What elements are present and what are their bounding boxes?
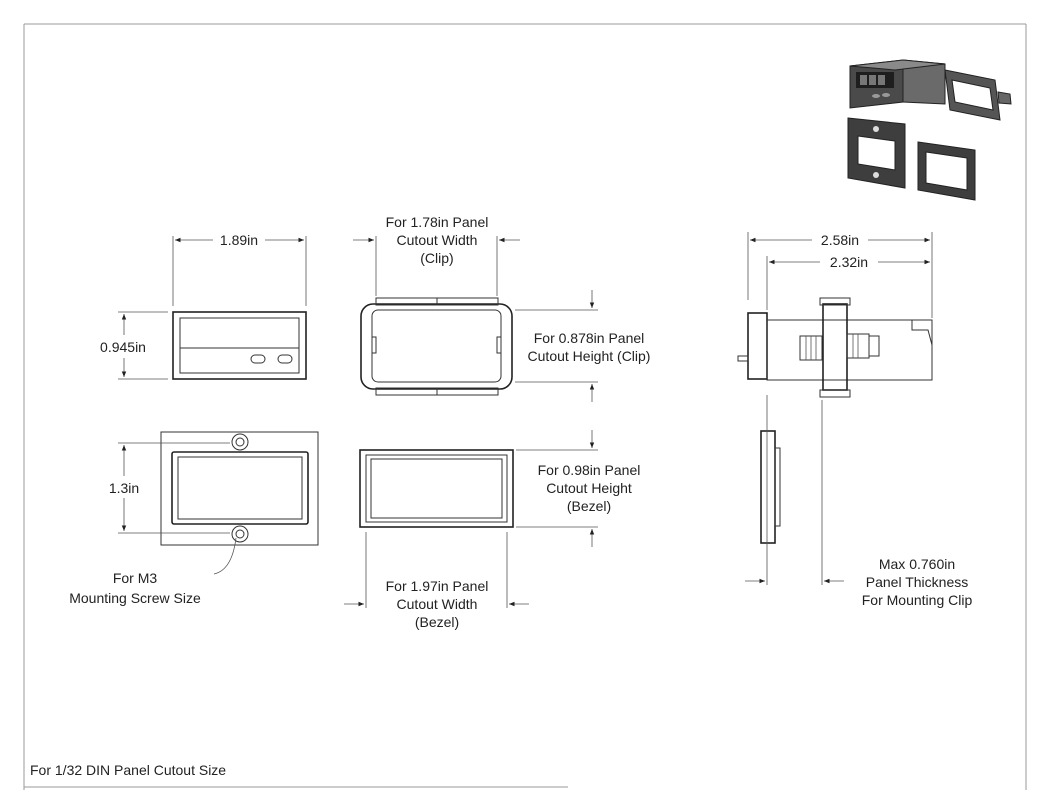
- dim-depth-body: 2.32in: [766, 254, 930, 310]
- dim-label-bezel-height: 1.3in: [109, 480, 139, 496]
- note-clip-height-line2: Cutout Height (Clip): [528, 348, 651, 364]
- note-bezel-height-line1: For 0.98in Panel: [538, 462, 641, 478]
- dim-front-width: 1.89in: [172, 232, 307, 306]
- note-screw-line2: Mounting Screw Size: [69, 590, 201, 606]
- note-thickness-line1: Max 0.760in: [879, 556, 955, 572]
- note-bezel-height-line2: Cutout Height: [546, 480, 632, 496]
- bezel-gasket-view: [359, 449, 514, 528]
- dim-bezel-gasket-width: For 1.97in Panel Cutout Width (Bezel): [344, 532, 529, 630]
- dim-label-front-width: 1.89in: [220, 232, 258, 248]
- sheet-border: [23, 23, 1027, 790]
- dim-label-front-height: 0.945in: [100, 339, 146, 355]
- note-thickness-line3: For Mounting Clip: [862, 592, 973, 608]
- note-thickness-line2: Panel Thickness: [866, 574, 968, 590]
- dim-bezel-height: 1.3in: [109, 442, 230, 534]
- front-view-meter: [172, 311, 307, 380]
- side-view-meter: [737, 297, 933, 398]
- note-bezel-width-line2: Cutout Width: [397, 596, 478, 612]
- dim-label-depth-body: 2.32in: [830, 254, 868, 270]
- dim-depth-total: 2.58in: [747, 232, 933, 318]
- dim-clip-width: For 1.78in Panel Cutout Width (Clip): [353, 214, 520, 296]
- dim-label-depth-total: 2.58in: [821, 232, 859, 248]
- note-clip-width-line1: For 1.78in Panel: [386, 214, 489, 230]
- footer-caption: For 1/32 DIN Panel Cutout Size: [30, 762, 226, 778]
- dim-panel-thickness: Max 0.760in Panel Thickness For Mounting…: [745, 395, 972, 608]
- note-screw: For M3 Mounting Screw Size: [69, 537, 237, 606]
- note-bezel-height-line3: (Bezel): [567, 498, 611, 514]
- note-screw-line1: For M3: [113, 570, 158, 586]
- note-bezel-width-line3: (Bezel): [415, 614, 459, 630]
- note-clip-width-line3: (Clip): [420, 250, 453, 266]
- note-clip-height-line1: For 0.878in Panel: [534, 330, 645, 346]
- dim-clip-height: For 0.878in Panel Cutout Height (Clip): [515, 290, 650, 402]
- dim-bezel-gasket-height: For 0.98in Panel Cutout Height (Bezel): [516, 430, 640, 547]
- note-clip-width-line2: Cutout Width: [397, 232, 478, 248]
- note-bezel-width-line1: For 1.97in Panel: [386, 578, 489, 594]
- bezel-front-view: [160, 431, 319, 546]
- dim-front-height: 0.945in: [100, 311, 168, 380]
- side-view-bezel: [760, 430, 781, 544]
- product-iso-illustration: [847, 59, 1012, 201]
- mounting-clip-view: [360, 297, 513, 396]
